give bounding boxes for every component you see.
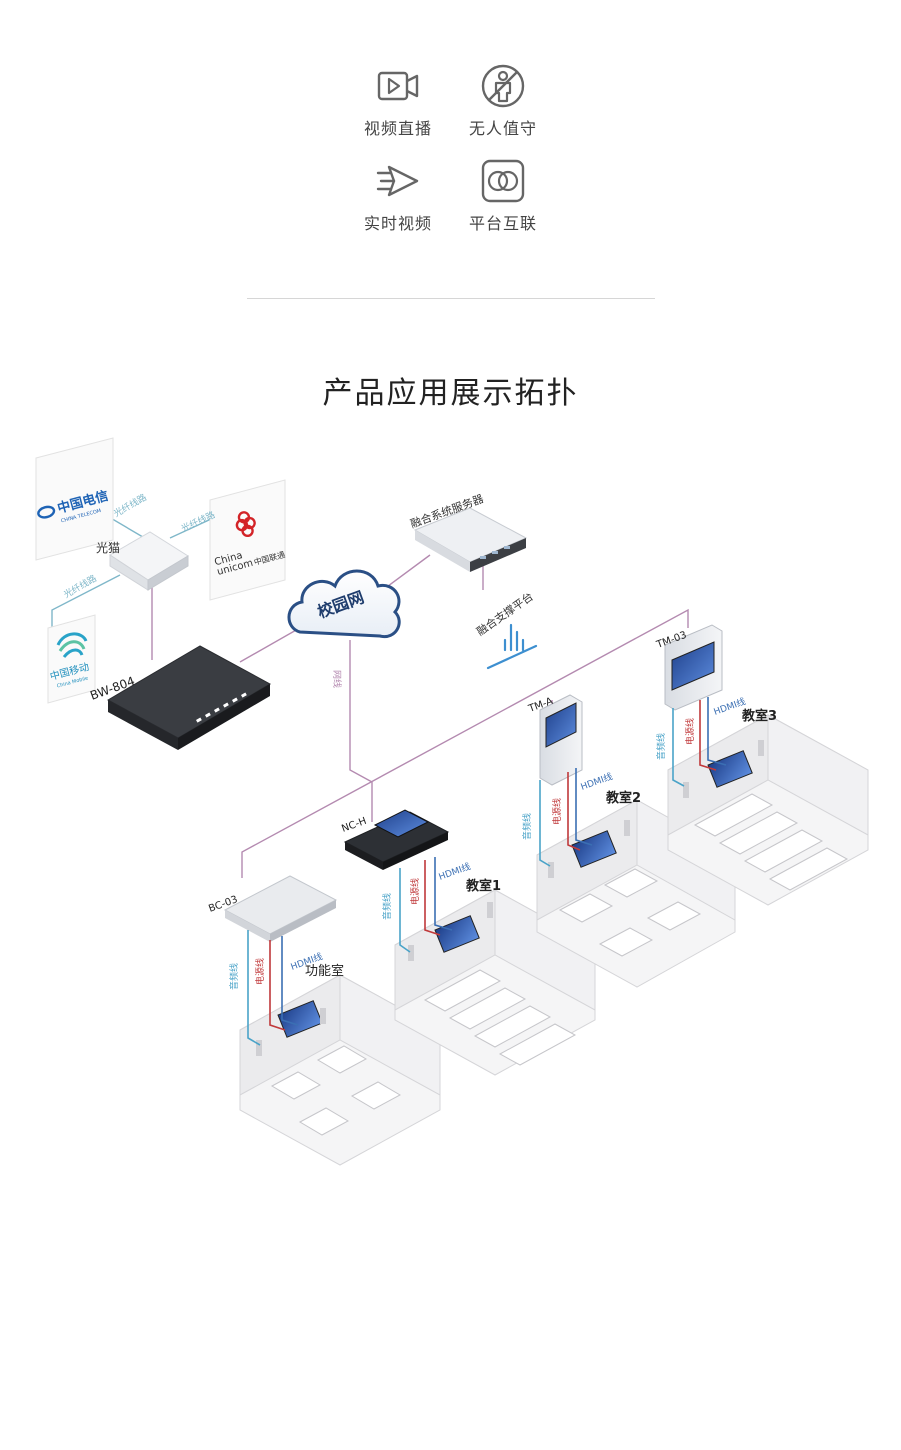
feature-unattended: 无人值守 xyxy=(453,63,553,139)
function-room-label: 功能室 xyxy=(305,963,344,979)
device-tm03: TM-03 xyxy=(654,624,723,711)
function-room: 功能室 xyxy=(239,963,441,1166)
power-label: 电源线 xyxy=(684,718,696,745)
section-title: 产品应用展示拓扑 xyxy=(322,376,579,411)
network-backbone xyxy=(241,608,689,878)
campus-cloud: 校园网 网线 xyxy=(287,569,401,688)
network-label: 网线 xyxy=(331,670,343,688)
classroom3-label: 教室3 xyxy=(741,708,777,724)
power-label: 电源线 xyxy=(409,878,421,905)
feature-label: 实时视频 xyxy=(363,214,432,233)
feature-platform-interconnect: 平台互联 xyxy=(453,158,553,234)
device-bc03: BC-03 xyxy=(207,875,338,942)
no-person-icon xyxy=(480,63,526,109)
power-label: 电源线 xyxy=(551,798,563,825)
nch-label: NC-H xyxy=(340,816,368,835)
feature-label: 视频直播 xyxy=(363,119,432,138)
feature-label: 无人值守 xyxy=(468,119,537,138)
mobile-swirl-icon xyxy=(56,632,88,658)
fiber-label: 光纤线路 xyxy=(112,491,149,519)
interlinked-rings-icon xyxy=(480,158,526,204)
feature-video-live: 视频直播 xyxy=(348,63,448,139)
feature-label: 平台互联 xyxy=(468,214,537,233)
classroom-3: 教室3 xyxy=(667,708,869,906)
feature-realtime-video: 实时视频 xyxy=(348,158,448,234)
modem-label: 光猫 xyxy=(96,541,120,555)
fusion-server: 融合系统服务器 xyxy=(408,491,528,572)
classroom1-label: 教室1 xyxy=(465,878,501,894)
fiber-label: 光纤线路 xyxy=(62,572,99,600)
signal-bars-icon xyxy=(486,623,538,670)
video-play-icon xyxy=(375,63,421,109)
send-arrow-icon xyxy=(375,158,421,204)
router-bw804: BW-804 xyxy=(88,645,272,750)
carrier-telecom: 中国电信 CHINA TELECOM xyxy=(35,437,114,561)
audio-label: 音频线 xyxy=(655,733,667,760)
device-nch: NC-H xyxy=(340,809,450,870)
carrier-mobile: 中国移动 China Mobile xyxy=(47,614,96,704)
device-cabling xyxy=(247,697,727,1046)
hdmi-label: HDMI线 xyxy=(579,770,614,793)
power-label: 电源线 xyxy=(254,958,266,985)
audio-label: 音频线 xyxy=(228,963,240,990)
audio-label: 音频线 xyxy=(381,893,393,920)
optical-modem: 光猫 xyxy=(96,531,189,591)
carrier-unicom: China unicom 中国联通 xyxy=(209,479,286,601)
device-tma: TM-A xyxy=(526,694,583,786)
fusion-platform: 融合支撑平台 xyxy=(474,589,538,670)
fiber-line-mobile xyxy=(51,574,121,630)
classroom2-label: 教室2 xyxy=(605,790,641,806)
section-divider xyxy=(247,298,655,299)
network-line-cloud-down xyxy=(349,640,373,783)
network-line-router-cloud xyxy=(239,624,306,663)
platform-label: 融合支撑平台 xyxy=(474,589,536,638)
audio-label: 音频线 xyxy=(521,813,533,840)
unicom-knot-icon xyxy=(235,511,256,538)
telecom-logo-icon xyxy=(37,505,56,519)
